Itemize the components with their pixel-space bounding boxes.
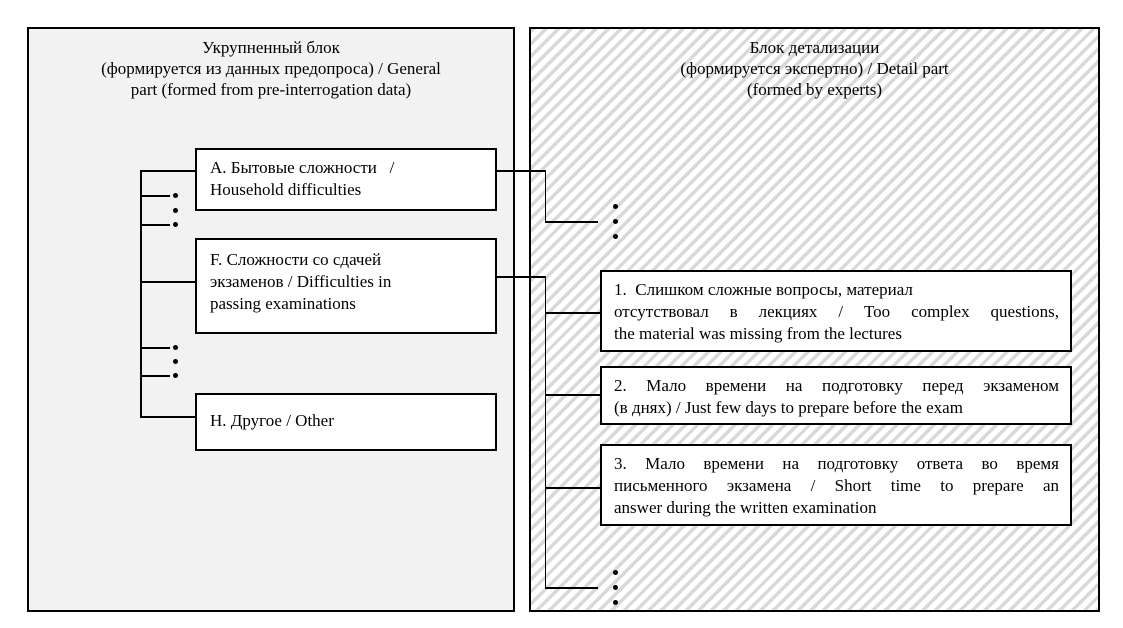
connector-a-to-detail xyxy=(544,221,598,223)
box-text-line: экзаменов / Difficulties in xyxy=(210,272,392,291)
ellipsis-dot xyxy=(173,359,178,364)
connector-stub xyxy=(141,347,170,349)
ellipsis-dot xyxy=(613,234,618,239)
category-box-h: H. Другое / Other xyxy=(195,393,497,451)
connector-branch-to-h xyxy=(140,416,195,418)
connector-branch-to-a xyxy=(140,170,195,172)
box-text-line: 2. Мало времени на подготовку перед экза… xyxy=(614,376,1059,395)
connector-branch-to-f xyxy=(140,281,195,283)
ellipsis-dot xyxy=(613,585,618,590)
connector-branch-to-ellipsis xyxy=(544,587,598,589)
connector-stub xyxy=(141,375,170,377)
detail-box-3: 3. Мало времени на подготовку ответа во … xyxy=(600,444,1072,526)
detail-box-2: 2. Мало времени на подготовку перед экза… xyxy=(600,366,1072,425)
title-line: (формируется экспертно) / Detail part xyxy=(680,59,949,78)
box-text-line: 1. Слишком сложные вопросы, материал xyxy=(614,280,913,299)
connector-trunk-left xyxy=(140,170,142,418)
category-box-a: A. Бытовые сложности / Household difficu… xyxy=(195,148,497,211)
title-line: (формируется из данных предопроса) / Gen… xyxy=(101,59,441,78)
box-text-line: H. Другое / Other xyxy=(210,411,334,430)
connector-branch-to-1 xyxy=(544,312,601,314)
box-text-line: the material was missing from the lectur… xyxy=(614,324,902,343)
ellipsis-dot xyxy=(613,219,618,224)
category-box-f: F. Сложности со сдачей экзаменов / Diffi… xyxy=(195,238,497,334)
ellipsis-dot xyxy=(613,204,618,209)
connector-stub xyxy=(141,195,170,197)
box-text-line: A. Бытовые сложности / xyxy=(210,158,395,177)
connector-a-to-detail xyxy=(496,170,546,172)
title-line: part (formed from pre-interrogation data… xyxy=(130,80,412,99)
ellipsis-dot xyxy=(173,208,178,213)
ellipsis-dot xyxy=(173,193,178,198)
title-line: Блок детализации xyxy=(749,38,880,57)
general-part-title: Укрупненный блок (формируется из данных … xyxy=(29,37,513,100)
connector-trunk-right xyxy=(544,276,546,589)
title-line: (formed by experts) xyxy=(746,80,882,99)
box-text-line: Household difficulties xyxy=(210,180,362,199)
detail-part-title: Блок детализации (формируется экспертно)… xyxy=(531,37,1098,100)
connector-branch-to-3 xyxy=(544,487,601,489)
box-text-line: F. Сложности со сдачей xyxy=(210,250,382,269)
connector-branch-to-2 xyxy=(544,394,601,396)
box-text-line: отсутствовал в лекциях / Too complex que… xyxy=(614,302,1059,321)
ellipsis-dot xyxy=(613,570,618,575)
ellipsis-dot xyxy=(173,345,178,350)
ellipsis-dot xyxy=(173,222,178,227)
connector-f-to-detail xyxy=(496,276,546,278)
title-line: Укрупненный блок xyxy=(202,38,340,57)
ellipsis-dot xyxy=(613,600,618,605)
box-text-line: 3. Мало времени на подготовку ответа во … xyxy=(614,454,1059,473)
box-text-line: answer during the written examination xyxy=(614,498,877,517)
box-text-line: письменного экзамена / Short time to pre… xyxy=(614,476,1059,495)
box-text-line: passing examinations xyxy=(210,294,356,313)
box-text-line: (в днях) / Just few days to prepare befo… xyxy=(614,398,963,417)
connector-stub xyxy=(141,224,170,226)
ellipsis-dot xyxy=(173,373,178,378)
detail-box-1: 1. Слишком сложные вопросы, материал отс… xyxy=(600,270,1072,352)
connector-a-to-detail xyxy=(544,170,546,222)
